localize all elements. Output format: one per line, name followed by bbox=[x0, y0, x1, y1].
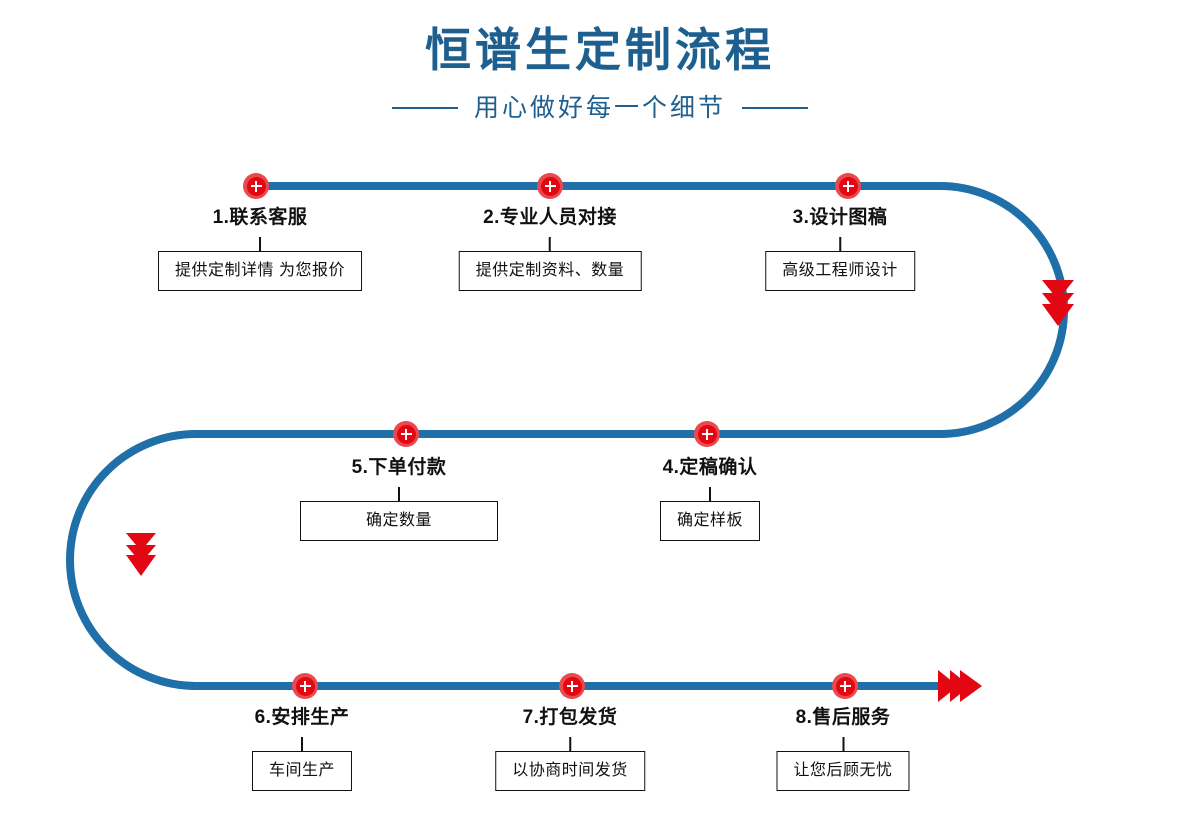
step-node-2[interactable] bbox=[537, 173, 563, 199]
subtitle-rule-left bbox=[391, 107, 458, 109]
page-subtitle: 用心做好每一个细节 bbox=[473, 94, 726, 122]
step-1-stem bbox=[258, 237, 261, 251]
step-3[interactable]: 3.设计图稿 高级工程师设计 bbox=[765, 205, 915, 291]
step-5-stem bbox=[398, 487, 400, 501]
arrow-end-icon bbox=[938, 670, 982, 702]
step-6-title: 6.安排生产 bbox=[254, 707, 350, 728]
step-6-box: 车间生产 bbox=[251, 751, 353, 791]
plus-icon bbox=[838, 176, 858, 196]
step-6-stem bbox=[300, 737, 303, 751]
step-node-8[interactable] bbox=[832, 673, 858, 699]
step-8-title: 8.售后服务 bbox=[795, 707, 891, 728]
step-5-box: 确定数量 bbox=[300, 501, 498, 541]
step-8-box: 让您后顾无忧 bbox=[776, 751, 910, 791]
step-7-title: 7.打包发货 bbox=[522, 707, 618, 728]
plus-icon bbox=[697, 424, 717, 444]
arrow-right-turn-icon bbox=[1042, 280, 1074, 326]
arrow-left-turn-icon bbox=[126, 533, 156, 576]
step-3-box: 高级工程师设计 bbox=[765, 251, 915, 291]
step-node-5[interactable] bbox=[393, 421, 419, 447]
step-node-1[interactable] bbox=[243, 173, 269, 199]
step-3-stem bbox=[838, 237, 841, 251]
step-2-box: 提供定制资料、数量 bbox=[458, 251, 642, 291]
step-node-4[interactable] bbox=[694, 421, 720, 447]
plus-icon bbox=[562, 676, 582, 696]
plus-icon bbox=[246, 176, 266, 196]
plus-icon bbox=[295, 676, 315, 696]
step-3-title: 3.设计图稿 bbox=[792, 207, 888, 228]
step-5-title: 5.下单付款 bbox=[351, 457, 447, 478]
plus-icon bbox=[396, 424, 416, 444]
step-4[interactable]: 4.定稿确认 确定样板 bbox=[659, 455, 761, 541]
step-4-title: 4.定稿确认 bbox=[662, 457, 758, 478]
step-7-stem bbox=[568, 737, 571, 751]
subtitle-row: 用心做好每一个细节 bbox=[0, 92, 1200, 124]
step-node-6[interactable] bbox=[292, 673, 318, 699]
step-4-box: 确定样板 bbox=[659, 501, 761, 541]
step-2-stem bbox=[548, 237, 551, 251]
step-6[interactable]: 6.安排生产 车间生产 bbox=[251, 705, 353, 791]
step-node-3[interactable] bbox=[835, 173, 861, 199]
flow-segment-right-uturn bbox=[939, 182, 1068, 438]
step-1[interactable]: 1.联系客服 提供定制详情 为您报价 bbox=[158, 205, 362, 291]
step-8[interactable]: 8.售后服务 让您后顾无忧 bbox=[776, 705, 910, 791]
step-4-stem bbox=[708, 487, 711, 501]
step-7-box: 以协商时间发货 bbox=[495, 751, 645, 791]
flow-segment-left-uturn bbox=[66, 430, 197, 690]
step-2[interactable]: 2.专业人员对接 提供定制资料、数量 bbox=[458, 205, 642, 291]
page-header: 恒谱生定制流程 用心做好每一个细节 bbox=[0, 0, 1200, 150]
step-5[interactable]: 5.下单付款 确定数量 bbox=[300, 455, 498, 541]
step-1-title: 1.联系客服 bbox=[212, 207, 308, 228]
step-1-box: 提供定制详情 为您报价 bbox=[158, 251, 362, 291]
step-8-stem bbox=[841, 737, 844, 751]
page-title: 恒谱生定制流程 bbox=[425, 24, 775, 76]
plus-icon bbox=[835, 676, 855, 696]
step-node-7[interactable] bbox=[559, 673, 585, 699]
step-7[interactable]: 7.打包发货 以协商时间发货 bbox=[495, 705, 645, 791]
plus-icon bbox=[540, 176, 560, 196]
subtitle-rule-right bbox=[742, 107, 808, 109]
step-2-title: 2.专业人员对接 bbox=[483, 207, 617, 228]
